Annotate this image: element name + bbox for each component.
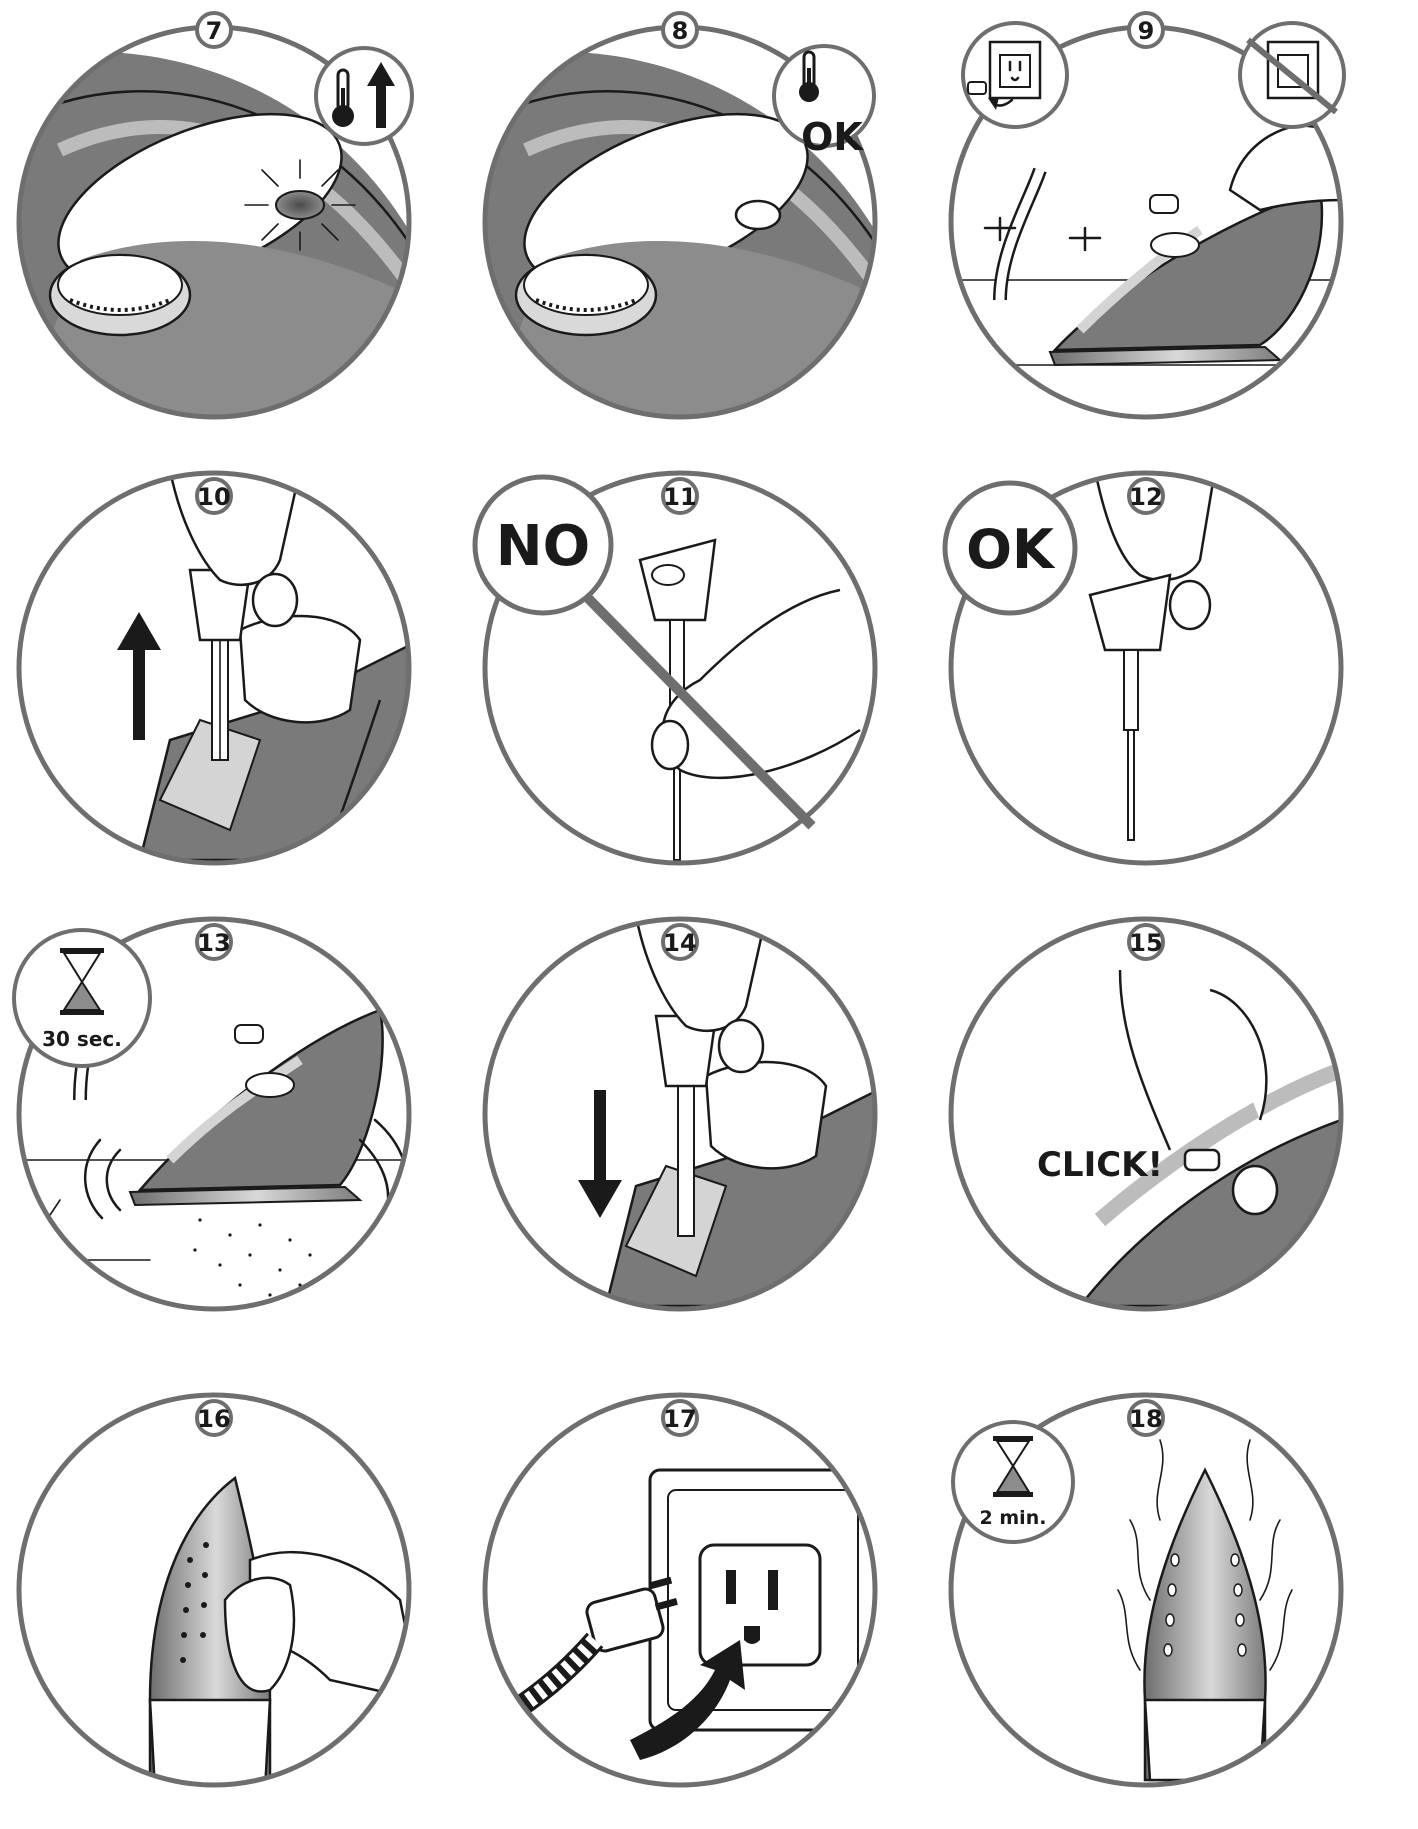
badge-wait-30-sec: 30 sec.: [12, 928, 152, 1068]
iron-soleplate: [148, 1475, 272, 1785]
step-number: 17: [663, 1405, 696, 1433]
badge-ready: OK: [772, 44, 876, 159]
plug-icon: [967, 81, 1014, 110]
steam-iron: [1048, 188, 1324, 367]
temperature-dial: [48, 253, 192, 337]
badge-text: 2 min.: [980, 1507, 1047, 1529]
badge-wait-2-min: 2 min.: [951, 1420, 1075, 1544]
badge-no: NO: [472, 474, 614, 616]
step-number: 15: [1129, 929, 1162, 957]
iron-soleplate: [1143, 1467, 1267, 1782]
step-12-panel: OK 12: [942, 470, 1344, 866]
step-number: 14: [663, 929, 696, 957]
badge-unplug: [961, 21, 1069, 129]
step-number: 18: [1129, 1405, 1162, 1433]
step-15-panel: CLICK! 15: [948, 916, 1344, 1312]
steam-iron: [128, 1008, 384, 1207]
badge-socket-crossed: [1238, 21, 1346, 129]
step-16-panel: 16: [16, 1392, 412, 1788]
step-number: 12: [1129, 483, 1162, 511]
anti-calc-stick: [654, 1014, 718, 1237]
step-10-panel: 10: [16, 470, 412, 866]
arrow-down-icon: [578, 1090, 622, 1218]
hourglass-icon: [60, 948, 104, 1015]
badge-text: 30 sec.: [42, 1027, 122, 1051]
thermometer-icon: [799, 50, 819, 102]
badge-text: OK: [966, 518, 1056, 581]
step-8-panel: OK 8: [482, 11, 878, 420]
prohibited-slash: [576, 586, 816, 830]
step-14-panel: 14: [482, 916, 878, 1312]
step-7-panel: 7: [16, 11, 414, 420]
temperature-dial: [514, 253, 658, 337]
steam-particles: [193, 1218, 312, 1297]
indicator-light-blinking: [244, 159, 356, 251]
step-number: 10: [197, 483, 230, 511]
badge-ok: OK: [942, 480, 1078, 616]
wall-socket-icon: [988, 40, 1042, 100]
step-number: 11: [663, 483, 696, 511]
step-13-panel: 30 sec. 13: [12, 916, 412, 1312]
step-9-panel: 9: [948, 11, 1346, 420]
step-number: 7: [206, 17, 223, 45]
step-number: 16: [197, 1405, 230, 1433]
thermometer-icon: [332, 68, 354, 127]
badge-heating: [314, 46, 414, 146]
indicator-light-off: [734, 199, 782, 231]
hourglass-icon: [993, 1436, 1033, 1497]
step-18-panel: 2 min. 18: [948, 1392, 1344, 1788]
step-11-panel: NO 11: [472, 470, 878, 866]
step-number: 8: [672, 17, 689, 45]
badge-text: NO: [496, 514, 590, 579]
click-label: CLICK!: [1037, 1145, 1163, 1185]
step-17-panel: 17: [482, 1392, 878, 1788]
anti-calc-stick: [188, 568, 252, 761]
step-number: 9: [1138, 17, 1155, 45]
steam-wisps: [1117, 1439, 1293, 1671]
step-number: 13: [197, 929, 230, 957]
arrow-up-icon: [367, 62, 395, 128]
insert-arrow: [630, 1640, 745, 1760]
badge-text: OK: [801, 115, 864, 159]
arrow-up-icon: [117, 612, 161, 740]
wall-socket-icon: [648, 1468, 875, 1732]
anti-calc-stick: [1088, 573, 1172, 841]
